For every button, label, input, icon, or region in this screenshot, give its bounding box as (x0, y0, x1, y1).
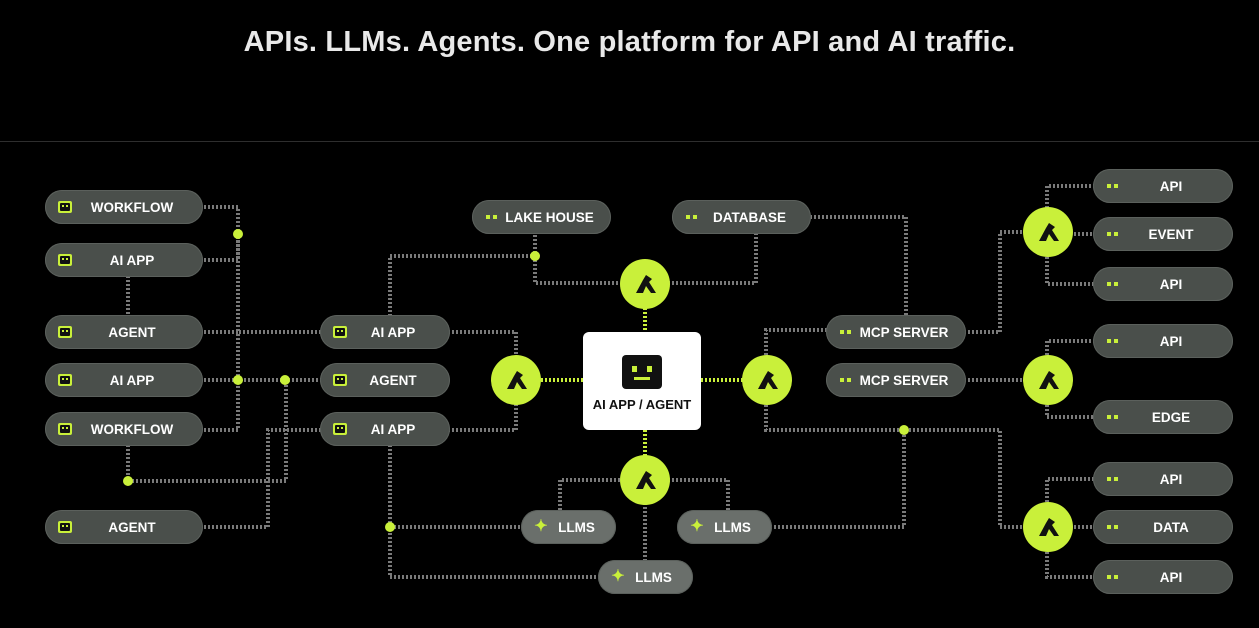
sparkle-icon: ✦ (690, 518, 704, 535)
divider (0, 141, 1259, 142)
node-label: API (1159, 569, 1183, 585)
dots-icon (482, 215, 502, 219)
robot-icon (330, 374, 350, 386)
dots-icon (1103, 575, 1123, 579)
gateway-hub[interactable] (742, 355, 792, 405)
node-label: EDGE (1151, 409, 1191, 425)
center-label: AI APP / AGENT (592, 396, 692, 412)
node-label: LLMS (635, 569, 672, 585)
robot-icon (622, 354, 662, 389)
node-label: LLMS (558, 519, 595, 535)
node-api[interactable]: API (1093, 462, 1233, 496)
node-label: WORKFLOW (90, 421, 174, 437)
node-database[interactable]: DATABASE (672, 200, 811, 234)
gorilla-logo-icon (758, 371, 778, 389)
node-ai-app[interactable]: AI APP (320, 315, 450, 349)
node-label: LAKE HOUSE (505, 209, 594, 225)
node-label: AI APP (370, 421, 416, 437)
node-label: MCP SERVER (859, 324, 949, 340)
robot-icon (55, 521, 75, 533)
junction-dot (233, 229, 243, 239)
dots-icon (1103, 415, 1123, 419)
node-label: AGENT (108, 324, 156, 340)
node-api[interactable]: API (1093, 169, 1233, 203)
dots-icon (1103, 184, 1123, 188)
dots-icon (682, 215, 702, 219)
node-label: WORKFLOW (90, 199, 174, 215)
node-ai-app[interactable]: AI APP (320, 412, 450, 446)
gorilla-logo-icon (1039, 223, 1059, 241)
dots-icon (1103, 477, 1123, 481)
node-label: EVENT (1148, 226, 1194, 242)
node-lake-house[interactable]: LAKE HOUSE (472, 200, 611, 234)
gateway-hub[interactable] (1023, 207, 1073, 257)
node-data[interactable]: DATA (1093, 510, 1233, 544)
dots-icon (836, 330, 856, 334)
node-label: AI APP (109, 252, 155, 268)
dots-icon (1103, 339, 1123, 343)
gorilla-logo-icon (507, 371, 527, 389)
node-api[interactable]: API (1093, 267, 1233, 301)
dots-icon (1103, 525, 1123, 529)
node-llms[interactable]: ✦ LLMS (521, 510, 616, 544)
dots-icon (1103, 282, 1123, 286)
center-ai-app-agent[interactable]: AI APP / AGENT (583, 332, 701, 430)
dots-icon (1103, 232, 1123, 236)
node-label: LLMS (714, 519, 751, 535)
node-agent[interactable]: AGENT (45, 315, 203, 349)
gateway-hub[interactable] (620, 259, 670, 309)
robot-icon (330, 326, 350, 338)
node-mcp-server[interactable]: MCP SERVER (826, 315, 966, 349)
node-api[interactable]: API (1093, 560, 1233, 594)
node-event[interactable]: EVENT (1093, 217, 1233, 251)
node-ai-app[interactable]: AI APP (45, 243, 203, 277)
robot-icon (55, 254, 75, 266)
node-api[interactable]: API (1093, 324, 1233, 358)
robot-icon (55, 326, 75, 338)
gateway-hub[interactable] (1023, 355, 1073, 405)
junction-dot (280, 375, 290, 385)
node-label: AI APP (109, 372, 155, 388)
sparkle-icon: ✦ (611, 568, 625, 585)
node-llms[interactable]: ✦ LLMS (677, 510, 772, 544)
page-title: APIs. LLMs. Agents. One platform for API… (243, 26, 1016, 58)
dots-icon (836, 378, 856, 382)
robot-icon (55, 374, 75, 386)
node-label: AI APP (370, 324, 416, 340)
gorilla-logo-icon (636, 275, 656, 293)
node-mcp-server[interactable]: MCP SERVER (826, 363, 966, 397)
node-label: MCP SERVER (859, 372, 949, 388)
node-label: API (1159, 333, 1183, 349)
junction-dot (530, 251, 540, 261)
robot-icon (55, 201, 75, 213)
gateway-hub[interactable] (620, 455, 670, 505)
node-agent[interactable]: AGENT (45, 510, 203, 544)
node-workflow[interactable]: WORKFLOW (45, 412, 203, 446)
node-label: API (1159, 471, 1183, 487)
robot-icon (330, 423, 350, 435)
junction-dot (899, 425, 909, 435)
gorilla-logo-icon (636, 471, 656, 489)
node-label: DATABASE (713, 209, 786, 225)
gateway-hub[interactable] (491, 355, 541, 405)
node-edge[interactable]: EDGE (1093, 400, 1233, 434)
junction-dot (385, 522, 395, 532)
sparkle-icon: ✦ (534, 518, 548, 535)
gorilla-logo-icon (1039, 518, 1059, 536)
node-label: AGENT (369, 372, 417, 388)
robot-icon (55, 423, 75, 435)
node-llms[interactable]: ✦ LLMS (598, 560, 693, 594)
node-label: API (1159, 276, 1183, 292)
junction-dot (233, 375, 243, 385)
gateway-hub[interactable] (1023, 502, 1073, 552)
node-label: AGENT (108, 519, 156, 535)
gorilla-logo-icon (1039, 371, 1059, 389)
junction-dot (123, 476, 133, 486)
node-ai-app[interactable]: AI APP (45, 363, 203, 397)
node-label: DATA (1153, 519, 1189, 535)
node-workflow[interactable]: WORKFLOW (45, 190, 203, 224)
node-agent[interactable]: AGENT (320, 363, 450, 397)
node-label: API (1159, 178, 1183, 194)
